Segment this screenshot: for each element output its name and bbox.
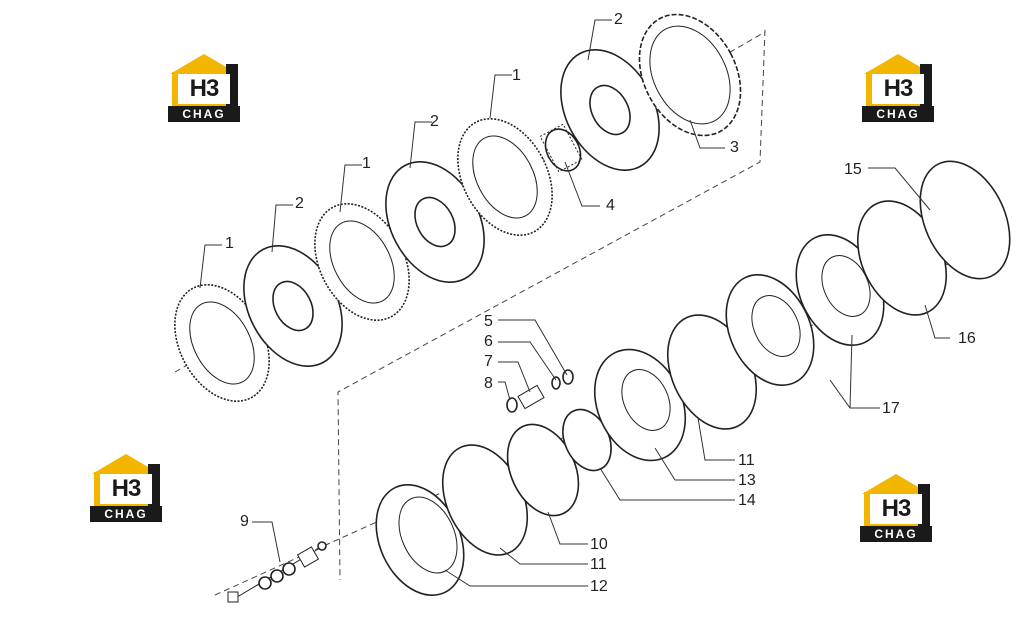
- friction-disc-2a: [243, 245, 343, 367]
- callout-10: 10: [590, 536, 608, 553]
- callout-1-left: 1: [225, 235, 234, 252]
- callout-12: 12: [590, 578, 608, 595]
- friction-disc-2b: [385, 161, 485, 283]
- snap-ring-15: [919, 160, 1011, 280]
- spring-washer-17a: [725, 273, 815, 387]
- logo-mark: H3: [178, 74, 230, 104]
- callout-2-middle: 2: [430, 113, 439, 130]
- callout-4: 4: [606, 197, 615, 214]
- callout-2-right: 2: [614, 11, 623, 28]
- callout-2-left: 2: [295, 195, 304, 212]
- callout-16: 16: [958, 330, 976, 347]
- watermark-logo-top-right: H3 CHAG: [862, 54, 936, 124]
- valve-parts-5-8: [506, 369, 574, 413]
- logo-band: CHAG: [168, 106, 240, 122]
- watermark-logo-top-left: H3 CHAG: [168, 54, 242, 124]
- leader-lines: [199, 19, 950, 587]
- callout-11-upper: 11: [738, 452, 755, 469]
- callout-8: 8: [484, 375, 493, 392]
- end-plate-3: [638, 13, 742, 137]
- callout-1-middle: 1: [362, 155, 371, 172]
- callout-11-lower: 11: [590, 556, 607, 573]
- callout-13: 13: [738, 472, 756, 489]
- callout-5: 5: [484, 313, 493, 330]
- logo-band: CHAG: [862, 106, 934, 122]
- bolt-assembly-9: [227, 541, 327, 603]
- callout-14: 14: [738, 492, 756, 509]
- logo-band: CHAG: [90, 506, 162, 522]
- watermark-logo-bottom-right: H3 CHAG: [860, 474, 934, 544]
- callout-9: 9: [240, 513, 249, 530]
- callout-6: 6: [484, 333, 493, 350]
- logo-mark: H3: [100, 474, 152, 504]
- callout-15: 15: [844, 161, 862, 178]
- hub-sleeve-4: [539, 123, 583, 173]
- toothed-disc-1c: [457, 118, 553, 236]
- dashed-frame: [337, 29, 766, 581]
- callout-17: 17: [882, 400, 900, 417]
- logo-band: CHAG: [860, 526, 932, 542]
- callout-7: 7: [484, 353, 493, 370]
- callout-3: 3: [730, 139, 739, 156]
- logo-mark: H3: [870, 494, 922, 524]
- callout-1-right: 1: [512, 67, 521, 84]
- watermark-logo-bottom-left: H3 CHAG: [90, 454, 164, 524]
- logo-mark: H3: [872, 74, 924, 104]
